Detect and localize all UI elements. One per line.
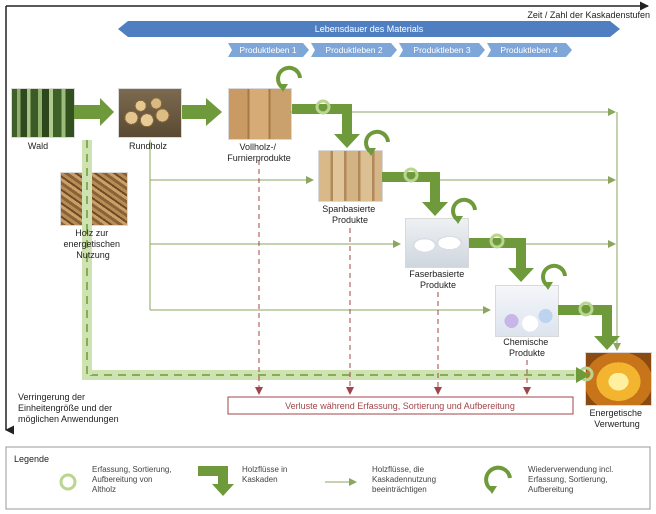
reuse-loops xyxy=(276,65,567,288)
solid-wood-image xyxy=(228,88,292,140)
loss-lines xyxy=(255,160,531,395)
legend-cascade-icon xyxy=(198,466,234,496)
legend-item-4: Wiederverwendung incl. Erfassung, Sortie… xyxy=(528,465,616,494)
label-wald: Wald xyxy=(28,141,48,151)
label-energetische: Energetische Verwertung xyxy=(589,408,644,429)
fiber-rolls-image xyxy=(405,218,469,268)
label-chemische: Chemische Produkte xyxy=(503,337,551,358)
label-faserbasierte: Faserbasierte Produkte xyxy=(409,269,467,290)
energy-flow xyxy=(82,140,590,383)
stage-1: Produktleben 1 xyxy=(228,43,309,57)
losses-box xyxy=(227,396,574,415)
cascade-flow xyxy=(74,98,620,350)
logs-image xyxy=(118,88,182,138)
stage-2: Produktleben 2 xyxy=(311,43,397,57)
label-vollholz: Vollholz-/ Furnierprodukte xyxy=(227,142,291,163)
lifespan-band xyxy=(118,21,620,37)
svg-text:Produktleben 3: Produktleben 3 xyxy=(413,45,470,55)
legend-box xyxy=(5,446,651,510)
wood-chips-image xyxy=(60,172,128,226)
svg-text:Produktleben 2: Produktleben 2 xyxy=(325,45,382,55)
svg-text:Produktleben 1: Produktleben 1 xyxy=(239,45,296,55)
forest-image xyxy=(11,88,75,138)
legend-recycling-icon xyxy=(59,473,77,491)
label-spanbasierte: Spanbasierte Produkte xyxy=(322,204,378,225)
stage-4: Produktleben 4 xyxy=(487,43,572,57)
lifespan-label: Lebensdauer des Materials xyxy=(315,24,424,34)
legend-title: Legende xyxy=(14,454,49,464)
legend-item-2: Holzflüsse in Kaskaden xyxy=(242,465,290,484)
stage-3: Produktleben 3 xyxy=(399,43,485,57)
energy-image xyxy=(585,352,652,406)
size-axis-label: Verringerung der Einheitengröße und der … xyxy=(18,392,119,424)
losses-label: Verluste während Erfassung, Sortierung u… xyxy=(285,401,515,411)
label-energie-holz: Holz zur energetischen Nutzung xyxy=(63,228,122,260)
label-rundholz: Rundholz xyxy=(129,141,168,151)
legend-reuse-icon xyxy=(484,465,512,494)
svg-text:Produktleben 4: Produktleben 4 xyxy=(500,45,557,55)
chemical-products-image xyxy=(495,285,559,337)
legend-item-3: Holzflüsse, die Kaskadennutzung beeinträ… xyxy=(372,465,438,494)
time-axis-label: Zeit / Zahl der Kaskadenstufen xyxy=(527,10,650,20)
impairing-flows xyxy=(149,108,621,351)
legend-item-1: Erfassung, Sortierung, Aufbereitung von … xyxy=(92,465,174,494)
